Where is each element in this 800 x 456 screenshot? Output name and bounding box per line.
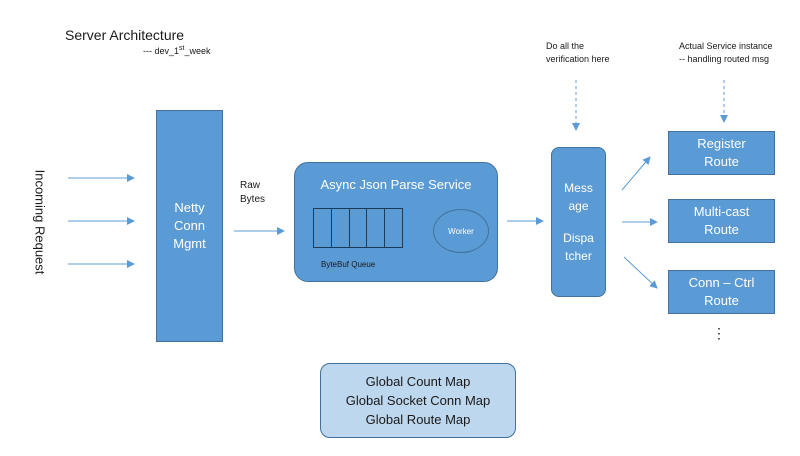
- global-maps-box: Global Count Map Global Socket Conn Map …: [320, 363, 516, 438]
- register-route-box: Register Route: [668, 131, 775, 175]
- netty-line-1: Netty: [174, 200, 205, 215]
- verification-note-line-2: verification here: [546, 54, 610, 64]
- conn-ctrl-route-box: Conn – Ctrl Route: [668, 270, 775, 314]
- dispatcher-line-3: Dispa: [563, 231, 594, 245]
- raw-bytes-line-1: Raw: [240, 180, 261, 191]
- async-service-title: Async Json Parse Service: [320, 177, 472, 192]
- incoming-request-label: Incoming Request: [32, 169, 48, 275]
- netty-line-2: Conn: [173, 218, 206, 233]
- queue-slot: [314, 209, 332, 247]
- multicast-route-box: Multi-cast Route: [668, 199, 775, 243]
- register-route-line-2: Route: [704, 154, 739, 169]
- multicast-route-line-2: Route: [704, 222, 739, 237]
- conn-ctrl-route-line-2: Route: [704, 293, 739, 308]
- register-route-line-1: Register: [697, 136, 746, 151]
- message-dispatcher-box: Mess age Dispa tcher: [551, 147, 606, 297]
- bytebuf-queue: [313, 208, 403, 248]
- service-note-line-1: Actual Service instance: [679, 41, 773, 51]
- netty-line-3: Mgmt: [173, 236, 206, 251]
- queue-slot: [367, 209, 386, 247]
- verification-note: Do all the verification here: [546, 40, 610, 66]
- bytebuf-queue-label: ByteBuf Queue: [321, 260, 376, 269]
- worker-label: Worker: [448, 226, 474, 236]
- dispatcher-line-2: age: [568, 199, 589, 213]
- queue-slot: [385, 209, 402, 247]
- service-note-line-2: -- handling routed msg: [679, 54, 770, 64]
- queue-slot: [332, 209, 350, 247]
- conn-ctrl-route-line-1: Conn – Ctrl: [688, 275, 755, 290]
- subtitle-suffix: _week: [184, 46, 211, 56]
- worker-circle: Worker: [433, 209, 489, 253]
- verification-note-line-1: Do all the: [546, 41, 585, 51]
- dispatcher-to-register-arrow: [621, 156, 651, 191]
- diagram-title: Server Architecture: [65, 27, 185, 43]
- dispatcher-line-1: Mess: [564, 181, 593, 195]
- subtitle-sup: st: [179, 45, 185, 52]
- dispatcher-to-connctrl-arrow: [623, 256, 658, 289]
- multicast-route-line-1: Multi-cast: [693, 204, 750, 219]
- global-count-map: Global Count Map: [365, 374, 471, 389]
- subtitle-prefix: --- dev_1: [143, 46, 180, 56]
- async-json-parse-service-box: Async Json Parse Service ByteBuf Queue W…: [294, 162, 498, 282]
- global-route-map: Global Route Map: [365, 412, 471, 427]
- diagram-subtitle: --- dev_1st_week: [143, 45, 210, 56]
- raw-bytes-label: Raw Bytes: [240, 179, 265, 207]
- queue-slot: [350, 209, 368, 247]
- global-socket-conn-map: Global Socket Conn Map: [345, 393, 491, 408]
- dispatcher-line-4: tcher: [565, 249, 592, 263]
- service-note: Actual Service instance -- handling rout…: [679, 40, 773, 66]
- more-routes-ellipsis: ⋮: [712, 325, 726, 341]
- raw-bytes-line-2: Bytes: [240, 194, 266, 205]
- netty-conn-mgmt-box: Netty Conn Mgmt: [156, 110, 223, 342]
